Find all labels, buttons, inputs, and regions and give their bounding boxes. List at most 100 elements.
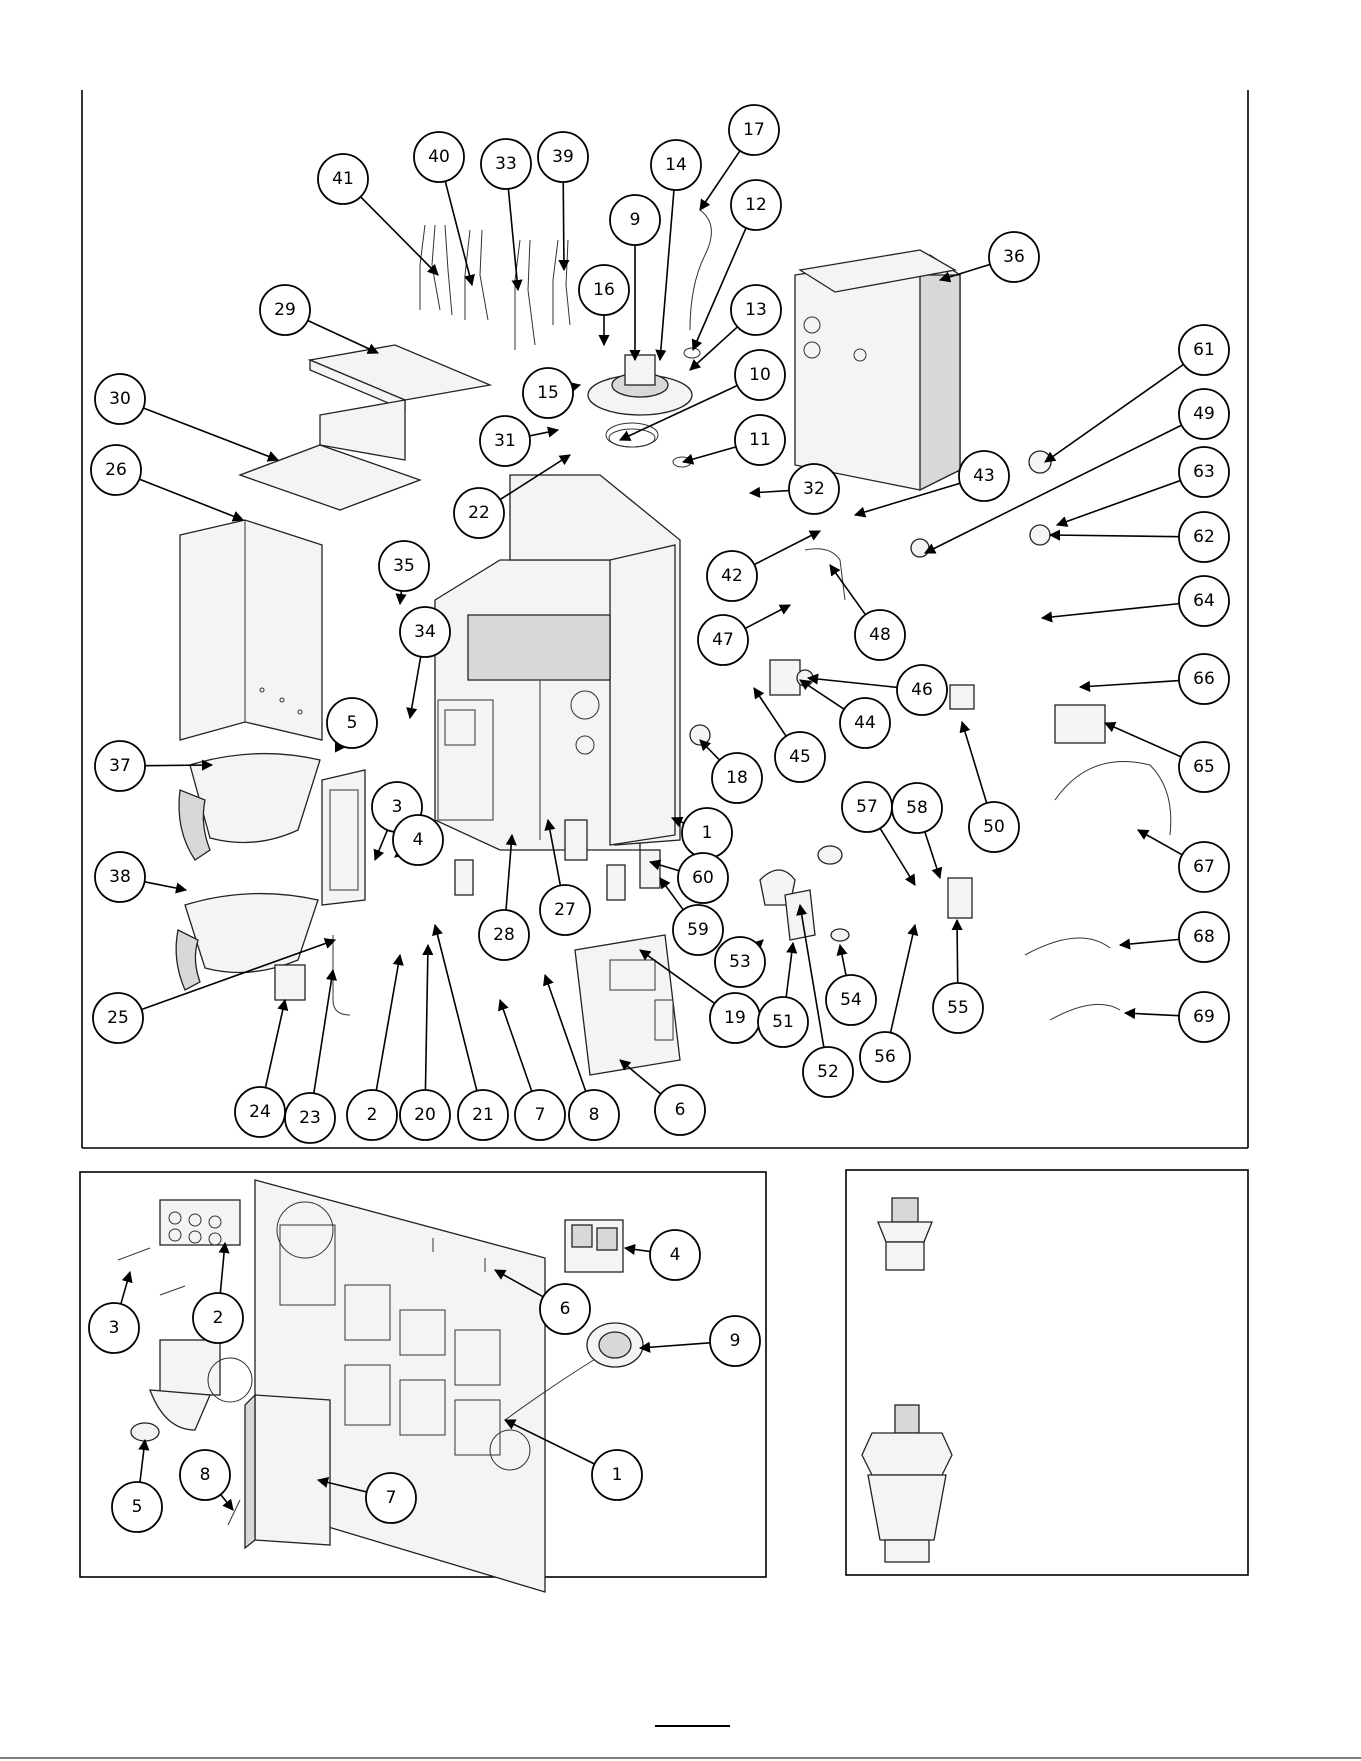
main-callout-number: 39 [552,147,574,167]
main-callout-number: 3 [392,797,403,817]
main-callout-44: 44 [840,698,890,748]
main-callout-15: 15 [523,368,573,418]
main-leader-29 [308,320,378,353]
main-callout-60: 60 [678,853,728,903]
main-leader-54 [840,945,846,975]
main-callout-number: 33 [495,154,517,174]
main-leader-64 [1042,604,1179,618]
main-callout-64: 64 [1179,576,1229,626]
main-leader-69 [1125,1013,1179,1016]
inset-leader-9 [640,1343,710,1348]
main-leader-46 [808,678,897,687]
main-callout-59: 59 [673,905,723,955]
main-callout-number: 10 [749,365,771,385]
main-callout-37: 37 [95,741,145,791]
main-leader-2 [376,955,400,1090]
main-callout-number: 13 [745,300,767,320]
inset-leader-8 [221,1495,233,1510]
main-callout-number: 46 [911,680,933,700]
main-callout-number: 58 [906,798,928,818]
main-callout-number: 36 [1003,247,1025,267]
main-leader-40 [445,181,472,285]
inset-callout-1: 1 [592,1450,642,1500]
main-callout-7: 7 [515,1090,565,1140]
main-callout-number: 24 [249,1102,271,1122]
main-callout-51: 51 [758,997,808,1047]
front-control-panel [322,770,365,905]
main-leader-65 [1105,723,1181,757]
main-callout-number: 17 [743,120,765,140]
main-leader-44 [800,680,844,709]
main-callout-number: 45 [789,747,811,767]
main-leader-63 [1057,480,1180,525]
main-leader-62 [1050,535,1179,537]
main-callout-17: 17 [729,105,779,155]
main-leader-15 [572,385,580,387]
main-callout-10: 10 [735,350,785,400]
main-callout-number: 68 [1193,927,1215,947]
main-callout-27: 27 [540,885,590,935]
main-callout-number: 7 [535,1105,546,1125]
main-leader-55 [957,920,958,983]
main-leader-67 [1138,830,1182,855]
main-callout-55: 55 [933,983,983,1033]
main-leader-68 [1120,939,1179,945]
main-callout-25: 25 [93,993,143,1043]
inset-solenoid-valve [131,1340,252,1441]
main-leader-30 [143,408,278,460]
main-leader-34 [410,657,421,718]
main-callout-32: 32 [789,464,839,514]
main-callout-39: 39 [538,132,588,182]
inset-leader-2 [220,1243,225,1293]
main-callout-50: 50 [969,802,1019,852]
main-leader-12 [693,228,746,350]
main-callout-69: 69 [1179,992,1229,1042]
main-leader-31 [529,430,558,436]
inset-callout-6: 6 [540,1284,590,1334]
main-callout-number: 62 [1193,527,1215,547]
main-leader-50 [962,722,987,803]
main-leader-37 [145,765,212,766]
main-callout-number: 11 [749,430,771,450]
main-callout-57: 57 [842,782,892,832]
main-callout-number: 40 [428,147,450,167]
main-callout-number: 25 [107,1008,129,1028]
tank-assembly [795,250,960,490]
inset-callout-9: 9 [710,1316,760,1366]
main-leader-51 [786,943,793,997]
main-callout-number: 29 [274,300,296,320]
main-leader-21 [435,925,477,1091]
main-leader-13 [690,327,738,370]
main-callout-number: 51 [772,1012,794,1032]
main-callout-30: 30 [95,374,145,424]
main-callout-number: 4 [413,830,424,850]
main-leader-3 [375,830,387,860]
main-leader-56 [891,925,915,1033]
main-callout-18: 18 [712,753,762,803]
inset-callout-4: 4 [650,1230,700,1280]
main-callout-2: 2 [347,1090,397,1140]
main-callout-number: 22 [468,503,490,523]
inset-callout-7: 7 [366,1473,416,1523]
main-leader-7 [500,1000,532,1091]
main-callout-number: 61 [1193,340,1215,360]
inset-callout-5: 5 [112,1482,162,1532]
main-callout-33: 33 [481,139,531,189]
inset-callout-number: 4 [670,1245,681,1265]
main-callout-number: 18 [726,768,748,788]
main-callout-26: 26 [91,445,141,495]
main-callout-number: 57 [856,797,878,817]
main-callout-number: 30 [109,389,131,409]
main-leader-23 [314,970,333,1093]
main-leader-26 [139,479,243,520]
main-callout-number: 59 [687,920,709,940]
main-callout-56: 56 [860,1032,910,1082]
main-leader-53 [758,940,763,945]
main-callout-13: 13 [731,285,781,335]
main-callout-45: 45 [775,732,825,782]
main-leader-39 [563,182,564,270]
main-leader-38 [145,882,186,890]
inset-cover-box [245,1395,330,1548]
inset-callout-3: 3 [89,1303,139,1353]
